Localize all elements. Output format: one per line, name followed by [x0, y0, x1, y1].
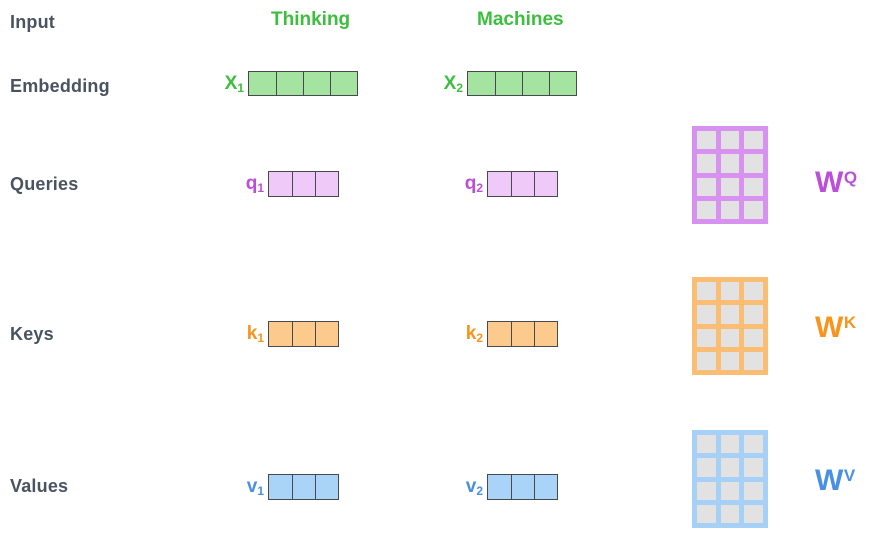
vector-cell	[303, 72, 330, 95]
value-vector-v1: v1	[238, 474, 339, 500]
vector-label-v1: v1	[246, 476, 264, 498]
matrix-cell	[744, 200, 763, 219]
embedding-cells-x2	[467, 71, 577, 96]
wv-weight-matrix	[692, 430, 768, 528]
vector-cell	[511, 172, 534, 196]
matrix-cell	[744, 504, 763, 523]
input-word-machines: Machines	[477, 9, 564, 30]
matrix-cell	[720, 200, 740, 219]
vector-cell	[292, 322, 315, 346]
row-label-embedding: Embedding	[10, 76, 110, 96]
vector-label-x2: X2	[443, 72, 463, 95]
value-vector-v2: v2	[457, 474, 558, 500]
key-vector-k2: k2	[457, 321, 558, 347]
embedding-vector-x1: X1	[218, 71, 358, 96]
matrix-cell	[720, 351, 740, 370]
matrix-cell	[720, 131, 740, 150]
vector-label-q2: q2	[464, 173, 483, 195]
vector-cell	[269, 172, 292, 196]
matrix-cell	[697, 177, 716, 196]
vector-label-x1: X1	[224, 72, 244, 95]
matrix-cell	[697, 458, 716, 477]
query-vector-q1: q1	[238, 171, 339, 197]
matrix-cell	[720, 282, 740, 301]
vector-cell	[292, 475, 315, 499]
key-cells-k1	[268, 321, 339, 347]
value-cells-v1	[268, 474, 339, 500]
vector-cell	[468, 72, 495, 95]
vector-label-k2: k2	[465, 323, 483, 345]
vector-cell	[315, 475, 338, 499]
vector-cell	[511, 322, 534, 346]
row-label-keys: Keys	[10, 324, 54, 344]
matrix-cell	[697, 504, 716, 523]
vector-cell	[511, 475, 534, 499]
vector-cell	[488, 475, 511, 499]
matrix-cell	[720, 177, 740, 196]
vector-cell	[249, 72, 276, 95]
matrix-cell	[720, 481, 740, 500]
vector-cell	[276, 72, 303, 95]
key-cells-k2	[487, 321, 558, 347]
matrix-cell	[744, 282, 763, 301]
matrix-cell	[744, 177, 763, 196]
matrix-cell	[720, 154, 740, 173]
wk-weight-matrix	[692, 277, 768, 375]
vector-label-v2: v2	[465, 476, 483, 498]
matrix-cell	[744, 328, 763, 347]
vector-cell	[269, 475, 292, 499]
vector-cell	[488, 172, 511, 196]
vector-cell	[534, 322, 557, 346]
matrix-cell	[697, 481, 716, 500]
matrix-cell	[697, 154, 716, 173]
matrix-cell	[697, 200, 716, 219]
row-label-values: Values	[10, 476, 69, 496]
vector-cell	[315, 172, 338, 196]
embedding-cells-x1	[248, 71, 358, 96]
matrix-cell	[720, 504, 740, 523]
wv-matrix-label: WV	[815, 464, 856, 497]
row-label-input: Input	[10, 12, 55, 32]
vector-cell	[292, 172, 315, 196]
matrix-cell	[744, 305, 763, 324]
matrix-cell	[744, 435, 763, 454]
matrix-cell	[697, 131, 716, 150]
query-vector-q2: q2	[457, 171, 558, 197]
vector-cell	[488, 322, 511, 346]
vector-cell	[315, 322, 338, 346]
matrix-cell	[697, 282, 716, 301]
matrix-cell	[697, 435, 716, 454]
value-cells-v2	[487, 474, 558, 500]
wq-matrix-label: WQ	[815, 166, 858, 199]
wk-matrix-label: WK	[815, 311, 857, 344]
wq-weight-matrix	[692, 126, 768, 224]
vector-label-k1: k1	[246, 323, 264, 345]
matrix-cell	[744, 154, 763, 173]
vector-cell	[330, 72, 357, 95]
matrix-cell	[697, 351, 716, 370]
matrix-cell	[744, 351, 763, 370]
vector-cell	[495, 72, 522, 95]
vector-cell	[269, 322, 292, 346]
vector-cell	[534, 475, 557, 499]
matrix-cell	[720, 435, 740, 454]
input-word-thinking: Thinking	[271, 9, 351, 30]
matrix-cell	[744, 131, 763, 150]
matrix-cell	[720, 458, 740, 477]
query-cells-q2	[487, 171, 558, 197]
vector-label-q1: q1	[245, 173, 264, 195]
row-label-queries: Queries	[10, 174, 79, 194]
matrix-cell	[744, 458, 763, 477]
vector-cell	[522, 72, 549, 95]
key-vector-k1: k1	[238, 321, 339, 347]
vector-cell	[534, 172, 557, 196]
matrix-cell	[697, 305, 716, 324]
vector-cell	[549, 72, 576, 95]
matrix-cell	[720, 305, 740, 324]
matrix-cell	[697, 328, 716, 347]
query-cells-q1	[268, 171, 339, 197]
matrix-cell	[720, 328, 740, 347]
matrix-cell	[744, 481, 763, 500]
embedding-vector-x2: X2	[437, 71, 577, 96]
